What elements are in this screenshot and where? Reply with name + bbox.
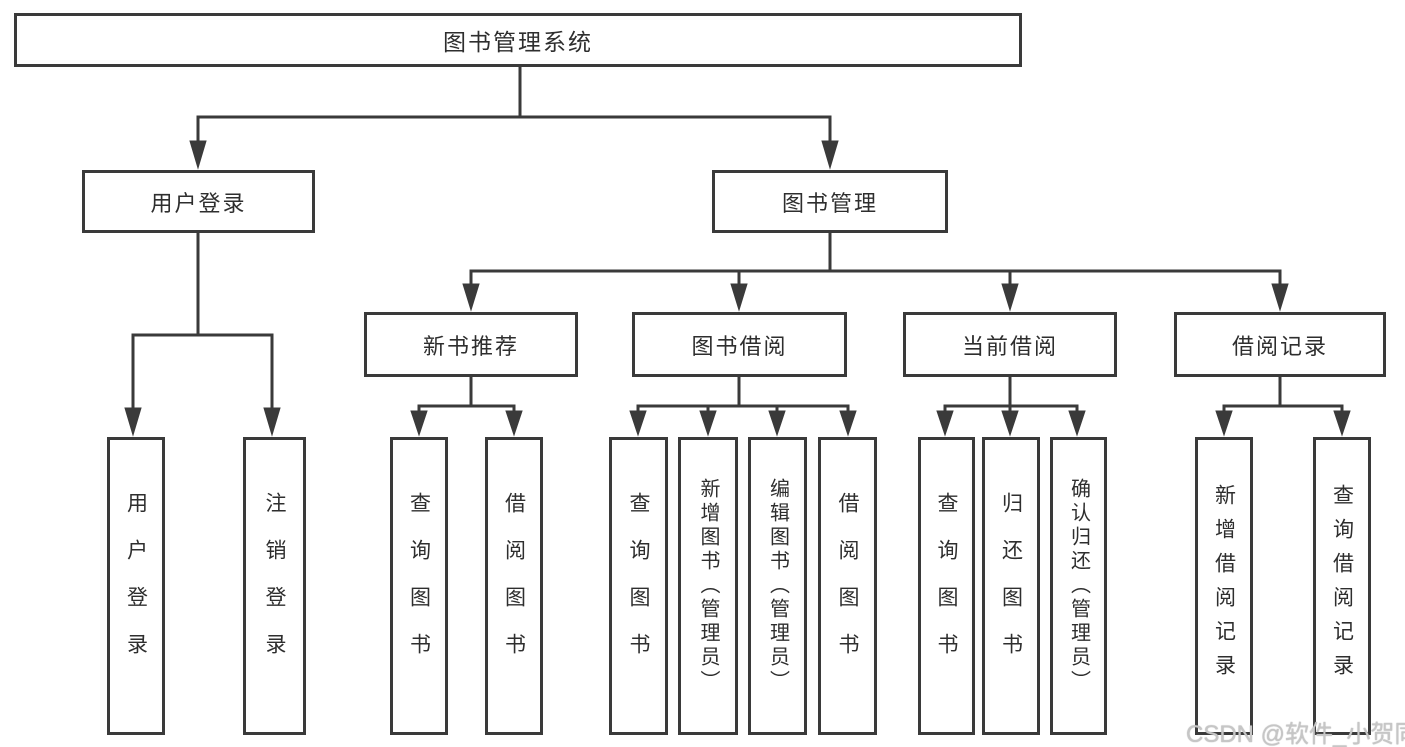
leaf-user-login-label: 用户登录 — [124, 492, 148, 680]
connector-current-borrowing-children — [936, 377, 1086, 437]
leaf-nb-query-books: 查询图书 — [390, 437, 448, 735]
leaf-logout: 注销登录 — [243, 437, 306, 735]
leaf-br-query-record-label: 查询借阅记录 — [1330, 484, 1354, 688]
leaf-nb-query-books-label: 查询图书 — [407, 492, 431, 680]
leaf-cb-query-books-label: 查询图书 — [935, 492, 958, 680]
leaf-bb-add-books-label: 新增图书（管理员） — [697, 478, 719, 694]
watermark: CSDN @软件_小贺同学 — [1186, 721, 1405, 747]
leaf-cb-return-books-label: 归还图书 — [999, 492, 1023, 680]
node-book-borrowing-label: 图书借阅 — [691, 333, 788, 359]
leaf-bb-edit-books-label: 编辑图书（管理员） — [766, 478, 789, 694]
node-book-borrowing: 图书借阅 — [632, 312, 847, 377]
leaf-cb-return-books: 归还图书 — [982, 437, 1040, 735]
leaf-nb-borrow-books: 借阅图书 — [485, 437, 543, 735]
leaf-bb-add-books: 新增图书（管理员） — [678, 437, 738, 735]
node-borrowing-records-label: 借阅记录 — [1231, 333, 1328, 359]
node-user-login: 用户登录 — [82, 170, 315, 233]
leaf-logout-label: 注销登录 — [263, 492, 286, 680]
leaf-br-add-record-label: 新增借阅记录 — [1212, 484, 1236, 688]
node-root: 图书管理系统 — [14, 13, 1022, 67]
node-current-borrowing: 当前借阅 — [903, 312, 1117, 377]
leaf-cb-query-books: 查询图书 — [918, 437, 975, 735]
node-root-label: 图书管理系统 — [443, 29, 593, 55]
leaf-bb-borrow-books-label: 借阅图书 — [836, 492, 859, 680]
leaf-bb-edit-books: 编辑图书（管理员） — [748, 437, 807, 735]
node-book-management: 图书管理 — [712, 170, 948, 233]
leaf-br-query-record: 查询借阅记录 — [1313, 437, 1371, 735]
leaf-nb-borrow-books-label: 借阅图书 — [502, 492, 526, 680]
connector-user-login-children — [124, 233, 281, 437]
connector-book-borrowing-children — [629, 377, 857, 437]
leaf-bb-query-books: 查询图书 — [609, 437, 668, 735]
leaf-cb-confirm-return: 确认归还（管理员） — [1050, 437, 1107, 735]
node-borrowing-records: 借阅记录 — [1174, 312, 1386, 377]
node-new-book-recommend-label: 新书推荐 — [422, 333, 519, 359]
connector-new-book-recommend-children — [410, 377, 523, 437]
node-user-login-label: 用户登录 — [150, 190, 247, 216]
connector-root-to-level2 — [189, 67, 839, 170]
node-new-book-recommend: 新书推荐 — [364, 312, 578, 377]
leaf-br-add-record: 新增借阅记录 — [1195, 437, 1253, 735]
connector-book-management-children — [462, 233, 1289, 312]
leaf-bb-query-books-label: 查询图书 — [627, 492, 650, 680]
leaf-bb-borrow-books: 借阅图书 — [818, 437, 877, 735]
leaf-cb-confirm-return-label: 确认归还（管理员） — [1067, 478, 1090, 694]
connector-borrowing-records-children — [1215, 377, 1351, 437]
leaf-user-login: 用户登录 — [107, 437, 165, 735]
node-book-management-label: 图书管理 — [781, 190, 878, 216]
node-current-borrowing-label: 当前借阅 — [961, 333, 1058, 359]
